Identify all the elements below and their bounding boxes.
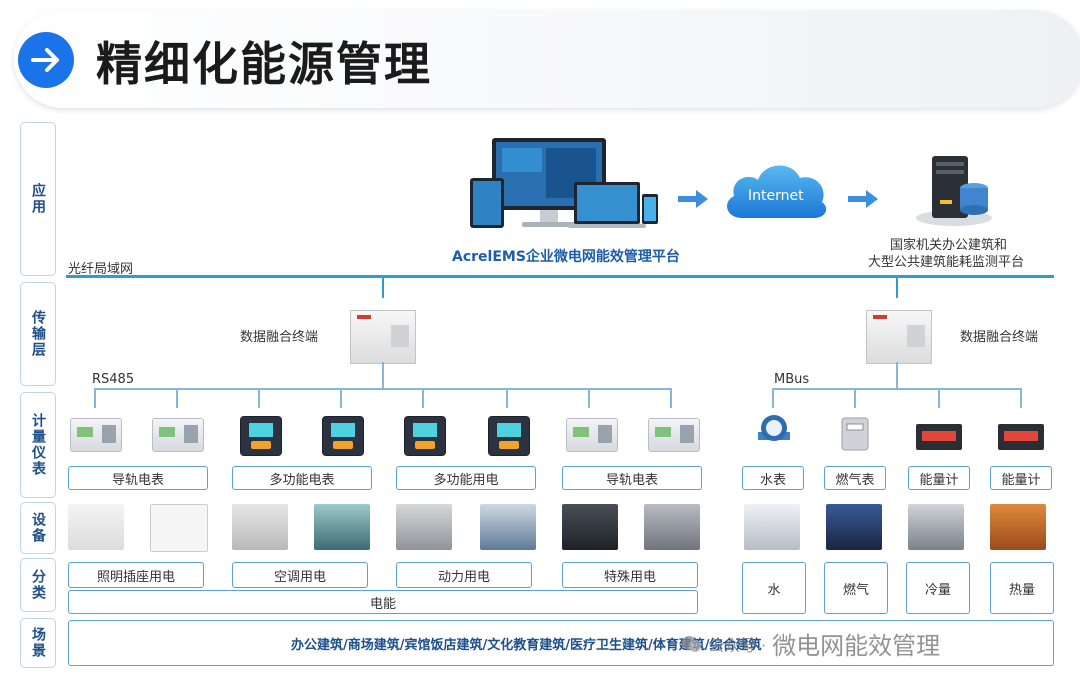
fiber-lan-line xyxy=(66,275,1054,278)
watermark: 公众号 · 微电网能效管理 xyxy=(680,626,940,661)
watermark-prefix: 公众号 · xyxy=(708,635,767,655)
connector-line xyxy=(896,362,898,388)
din-rail-meter xyxy=(70,418,122,452)
rs485-label: RS485 xyxy=(92,372,135,387)
arrow-right-icon xyxy=(678,190,708,208)
category-label: 照明插座用电 xyxy=(68,562,204,588)
energy-meter-icon xyxy=(998,424,1044,450)
data-terminal-right xyxy=(866,310,932,364)
cloud-icon xyxy=(727,165,827,218)
watermark-name: 微电网能效管理 xyxy=(772,632,941,660)
mbus-label: MBus xyxy=(774,372,810,387)
meter-right-label: 水表 xyxy=(742,466,804,490)
light-bulb-image xyxy=(68,504,124,550)
category-label: 空调用电 xyxy=(232,562,368,588)
pump-image xyxy=(314,504,370,550)
category-right-label: 水 xyxy=(742,562,806,614)
category-right-label: 热量 xyxy=(990,562,1054,614)
water-meter-icon xyxy=(758,415,790,441)
chiller-image xyxy=(908,504,964,550)
connector-line xyxy=(340,388,342,408)
connector-line xyxy=(382,362,384,388)
server-database-icon xyxy=(916,156,992,226)
mbus-line xyxy=(772,388,1022,390)
multifunction-meter xyxy=(240,416,282,456)
electric-total-label: 电能 xyxy=(68,590,698,614)
server-rack-image xyxy=(562,504,618,550)
monitor-devices-icon xyxy=(470,138,658,228)
wechat-icon xyxy=(682,635,701,652)
energy-meter-icon xyxy=(916,424,962,450)
elevator-image xyxy=(396,504,452,550)
internet-label: Internet xyxy=(748,188,804,204)
connector-line xyxy=(588,388,590,408)
page-title: 精细化能源管理 xyxy=(96,37,432,91)
meter-group-label: 多功能电表 xyxy=(232,466,372,490)
multifunction-meter xyxy=(488,416,530,456)
gov-platform-line1: 国家机关办公建筑和 xyxy=(890,238,1008,253)
connector-line xyxy=(772,388,774,408)
connector-line xyxy=(258,388,260,408)
data-terminal-left xyxy=(350,310,416,364)
boiler-image xyxy=(990,504,1046,550)
category-right-label: 冷量 xyxy=(906,562,970,614)
terminal-left-label: 数据融合终端 xyxy=(240,330,319,345)
connector-line xyxy=(176,388,178,408)
gas-meter-icon xyxy=(841,417,869,451)
meter-right-label: 能量计 xyxy=(908,466,970,490)
layer-meter: 计量仪表 xyxy=(20,392,56,498)
multifunction-meter xyxy=(404,416,446,456)
arrow-right-icon xyxy=(18,32,74,88)
din-rail-meter xyxy=(566,418,618,452)
socket-image xyxy=(150,504,208,552)
gov-platform-line2: 大型公共建筑能耗监测平台 xyxy=(868,255,1025,270)
meter-right-label: 燃气表 xyxy=(824,466,886,490)
multifunction-meter xyxy=(322,416,364,456)
meter-group-label: 导轨电表 xyxy=(68,466,208,490)
meter-group-label: 导轨电表 xyxy=(562,466,702,490)
din-rail-meter xyxy=(152,418,204,452)
connector-line xyxy=(854,388,856,408)
meter-group-label: 多功能用电 xyxy=(396,466,536,490)
connector-line xyxy=(382,276,384,298)
arrow-right-icon xyxy=(848,190,878,208)
din-rail-meter xyxy=(648,418,700,452)
platform-label: AcrelEMS企业微电网能效管理平台 xyxy=(452,249,680,265)
category-right-label: 燃气 xyxy=(824,562,888,614)
connector-line xyxy=(896,276,898,298)
connector-line xyxy=(1020,388,1022,408)
layer-transport: 传输层 xyxy=(20,282,56,386)
layer-application: 应用 xyxy=(20,122,56,276)
category-label: 特殊用电 xyxy=(562,562,698,588)
fiber-lan-label: 光纤局域网 xyxy=(68,262,134,277)
category-label: 动力用电 xyxy=(396,562,532,588)
machine-room-image xyxy=(644,504,700,550)
motor-image xyxy=(480,504,536,550)
air-conditioner-image xyxy=(232,504,288,550)
connector-line xyxy=(94,388,96,408)
connector-line xyxy=(422,388,424,408)
connector-line xyxy=(506,388,508,408)
layer-device: 设备 xyxy=(20,502,56,554)
faucet-image xyxy=(744,504,800,550)
meter-right-label: 能量计 xyxy=(990,466,1052,490)
scene-box: 办公建筑/商场建筑/宾馆饭店建筑/文化教育建筑/医疗卫生建筑/体育建筑/综合建筑 xyxy=(68,620,1054,666)
terminal-right-label: 数据融合终端 xyxy=(960,330,1039,345)
layer-scene: 场景 xyxy=(20,618,56,668)
connector-line xyxy=(670,388,672,408)
rs485-bus-line xyxy=(94,388,672,390)
header-banner xyxy=(14,10,1080,108)
gas-stove-image xyxy=(826,504,882,550)
layer-category: 分类 xyxy=(20,558,56,612)
connector-line xyxy=(938,388,940,408)
scene-text: 办公建筑/商场建筑/宾馆饭店建筑/文化教育建筑/医疗卫生建筑/体育建筑/综合建筑 xyxy=(291,637,762,653)
